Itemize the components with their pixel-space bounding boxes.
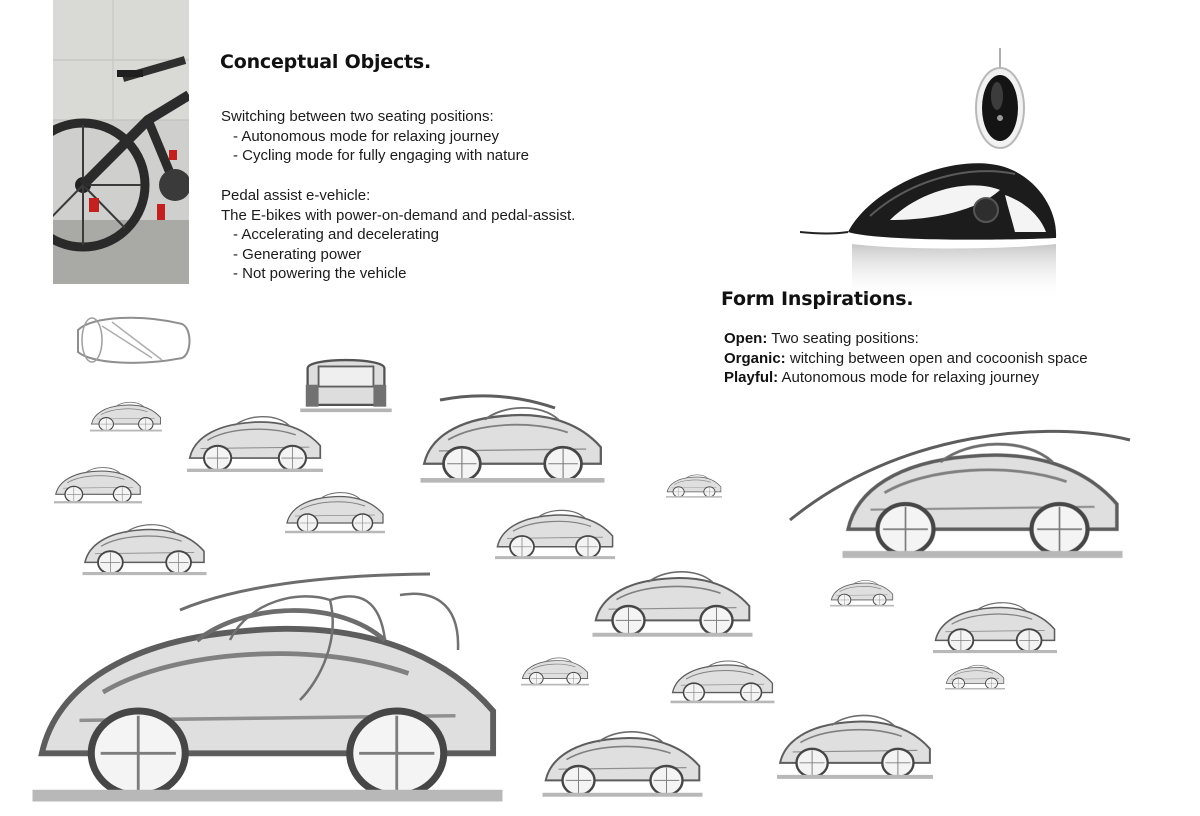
- inspiration-organic-term: Organic:: [724, 349, 786, 367]
- pedal-item-accelerating: - Accelerating and decelerating: [233, 226, 439, 243]
- inspiration-playful-term: Playful:: [724, 369, 779, 386]
- apple-mouse-top-view: [975, 48, 1025, 149]
- pedal-desc: The E-bikes with power-on-demand and ped…: [221, 206, 576, 224]
- conceptual-objects-title: Conceptual Objects.: [220, 51, 432, 73]
- sculpted-mouse-side-view: [800, 163, 1057, 300]
- pedal-item-not-powering: - Not powering the vehicle: [233, 265, 407, 282]
- sketch-top-view: [77, 316, 191, 364]
- inspiration-organic-text: witching between open and cocoonish spac…: [785, 349, 1088, 367]
- inspiration-organic: Organic: witching between open and cocoo…: [724, 349, 1088, 369]
- inspiration-open-text: Two seating positions:: [767, 330, 919, 347]
- pedal-item-generating: - Generating power: [233, 245, 362, 263]
- seating-item-autonomous: - Autonomous mode for relaxing journey: [233, 127, 499, 145]
- pedal-description: Pedal assist e-vehicle: The E-bikes with…: [221, 186, 575, 284]
- inspiration-playful-text: Autonomous mode for relaxing journey: [778, 369, 1040, 386]
- inspiration-open: Open: Two seating positions:: [724, 329, 1088, 349]
- e-bike-photo: [53, 0, 189, 284]
- form-inspirations-list: Open: Two seating positions: Organic: wi…: [724, 329, 1088, 388]
- inspiration-playful: Playful: Autonomous mode for relaxing jo…: [724, 368, 1088, 388]
- form-inspirations-title: Form Inspirations.: [721, 288, 914, 310]
- seating-description: Switching between two seating positions:…: [221, 107, 529, 166]
- seating-intro: Switching between two seating positions:: [221, 108, 494, 125]
- pedal-title: Pedal assist e-vehicle:: [221, 187, 371, 204]
- seating-item-cycling: - Cycling mode for fully engaging with n…: [233, 147, 529, 164]
- inspiration-open-term: Open:: [724, 330, 768, 347]
